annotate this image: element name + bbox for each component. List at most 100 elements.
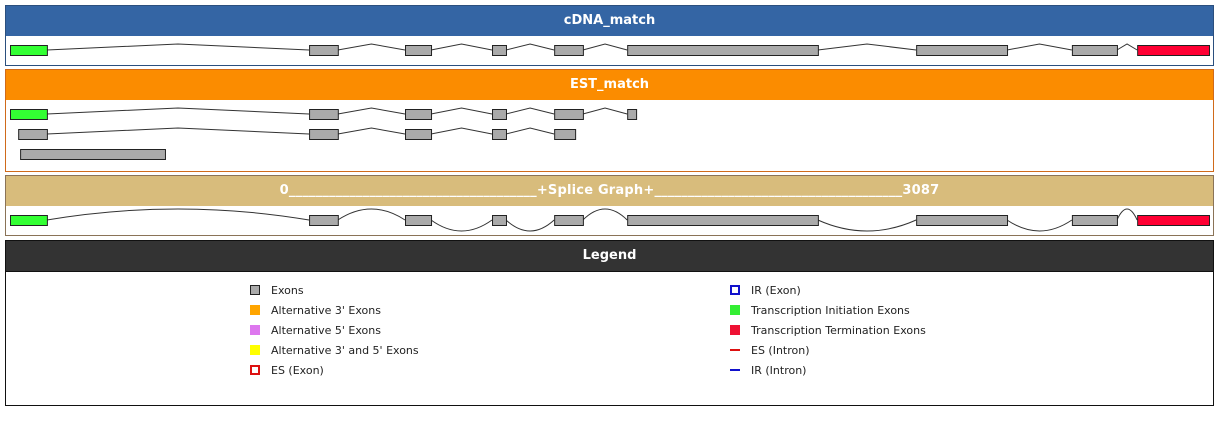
exon — [554, 129, 577, 140]
intron-line — [430, 127, 493, 135]
exon — [492, 109, 507, 120]
exon — [18, 129, 48, 140]
exon — [627, 215, 819, 226]
est-track-svg — [10, 107, 638, 160]
exon-swatch-icon — [250, 285, 260, 295]
cdna-match-title: cDNA_match — [6, 6, 1213, 36]
initiation-exon — [10, 109, 48, 120]
exon — [1071, 45, 1118, 56]
exon — [309, 109, 339, 120]
termination-swatch-icon — [730, 325, 740, 335]
intron-line — [505, 43, 555, 51]
est-match-title: EST_match — [6, 70, 1213, 100]
intron-line — [46, 107, 310, 115]
intron-line — [817, 43, 917, 51]
legend-item-es-exon: ES (Exon) — [250, 360, 419, 380]
intron-line — [582, 107, 628, 115]
legend-label: ES (Exon) — [271, 363, 324, 377]
exon — [405, 109, 433, 120]
legend-label: Transcription Initiation Exons — [751, 303, 910, 317]
intron-line — [337, 127, 406, 135]
termination-exon — [1137, 215, 1211, 226]
exon — [554, 45, 584, 56]
splice-junction-arc — [505, 219, 555, 232]
legend-label: Exons — [271, 283, 304, 297]
legend-title: Legend — [6, 241, 1213, 271]
alt35-swatch-icon — [250, 345, 260, 355]
initiation-exon — [10, 215, 48, 226]
exon — [492, 129, 507, 140]
intron-line — [1116, 43, 1138, 51]
exon — [405, 45, 433, 56]
intron-line — [430, 43, 493, 51]
legend-label: Transcription Termination Exons — [751, 323, 926, 337]
intron-line — [430, 107, 493, 115]
alt3-swatch-icon — [250, 305, 260, 315]
legend-label: IR (Intron) — [751, 363, 807, 377]
legend-label: IR (Exon) — [751, 283, 801, 297]
initiation-exon — [10, 45, 48, 56]
exon — [627, 45, 819, 56]
legend-label: Alternative 5' Exons — [271, 323, 381, 337]
cdna-match-panel: cDNA_match — [5, 5, 1214, 66]
splice-junction-arc — [582, 208, 628, 221]
intron-line — [505, 127, 555, 135]
intron-line — [46, 127, 310, 135]
splice-graph-track — [6, 206, 1213, 235]
es-intron-swatch-icon — [730, 349, 740, 351]
exon — [627, 109, 638, 120]
exon — [309, 215, 339, 226]
legend-item-ir-exon: IR (Exon) — [730, 280, 926, 300]
legend-item-ir-intron: IR (Intron) — [730, 360, 926, 380]
ir-intron-swatch-icon — [730, 369, 740, 371]
legend-left-column: Exons Alternative 3' Exons Alternative 5… — [250, 280, 419, 380]
exon — [309, 129, 339, 140]
es-exon-swatch-icon — [250, 365, 260, 375]
exon — [1071, 215, 1118, 226]
exon — [492, 215, 507, 226]
exon — [20, 149, 166, 160]
intron-line — [505, 107, 555, 115]
legend-right-column: IR (Exon) Transcription Initiation Exons… — [730, 280, 926, 380]
est-track — [6, 100, 1213, 171]
splice-graph-panel: 0_____________________________________+S… — [5, 175, 1214, 236]
exon — [405, 215, 433, 226]
splice-junction-arc — [1116, 208, 1138, 221]
intron-line — [337, 107, 406, 115]
exon — [405, 129, 433, 140]
legend-label: Alternative 3' Exons — [271, 303, 381, 317]
legend-panel: Legend Exons Alternative 3' Exons Altern… — [5, 240, 1214, 406]
splice-junction-arc — [337, 208, 406, 221]
exon — [492, 45, 507, 56]
legend-label: Alternative 3' and 5' Exons — [271, 343, 419, 357]
splice-graph-svg — [10, 208, 1211, 232]
alt5-swatch-icon — [250, 325, 260, 335]
intron-line — [582, 43, 628, 51]
legend-item-alt35: Alternative 3' and 5' Exons — [250, 340, 419, 360]
ir-exon-swatch-icon — [730, 285, 740, 295]
legend-item-alt5: Alternative 5' Exons — [250, 320, 419, 340]
splice-junction-arc — [817, 219, 917, 232]
intron-line — [337, 43, 406, 51]
termination-exon — [1137, 45, 1211, 56]
legend-item-alt3: Alternative 3' Exons — [250, 300, 419, 320]
legend-item-initiation: Transcription Initiation Exons — [730, 300, 926, 320]
legend-item-exons: Exons — [250, 280, 419, 300]
exon — [916, 45, 1009, 56]
legend-body: Exons Alternative 3' Exons Alternative 5… — [6, 271, 1213, 405]
exon — [554, 215, 584, 226]
legend-label: ES (Intron) — [751, 343, 810, 357]
exon — [554, 109, 584, 120]
splice-junction-arc — [430, 219, 493, 232]
splice-junction-arc — [46, 208, 310, 221]
cdna-track — [6, 36, 1213, 65]
initiation-swatch-icon — [730, 305, 740, 315]
intron-line — [1006, 43, 1072, 51]
exon — [309, 45, 339, 56]
est-match-panel: EST_match — [5, 69, 1214, 172]
splice-junction-arc — [1006, 219, 1073, 232]
legend-item-termination: Transcription Termination Exons — [730, 320, 926, 340]
splice-graph-title: 0_____________________________________+S… — [6, 176, 1213, 206]
intron-line — [46, 43, 310, 51]
cdna-track-svg — [10, 43, 1211, 56]
